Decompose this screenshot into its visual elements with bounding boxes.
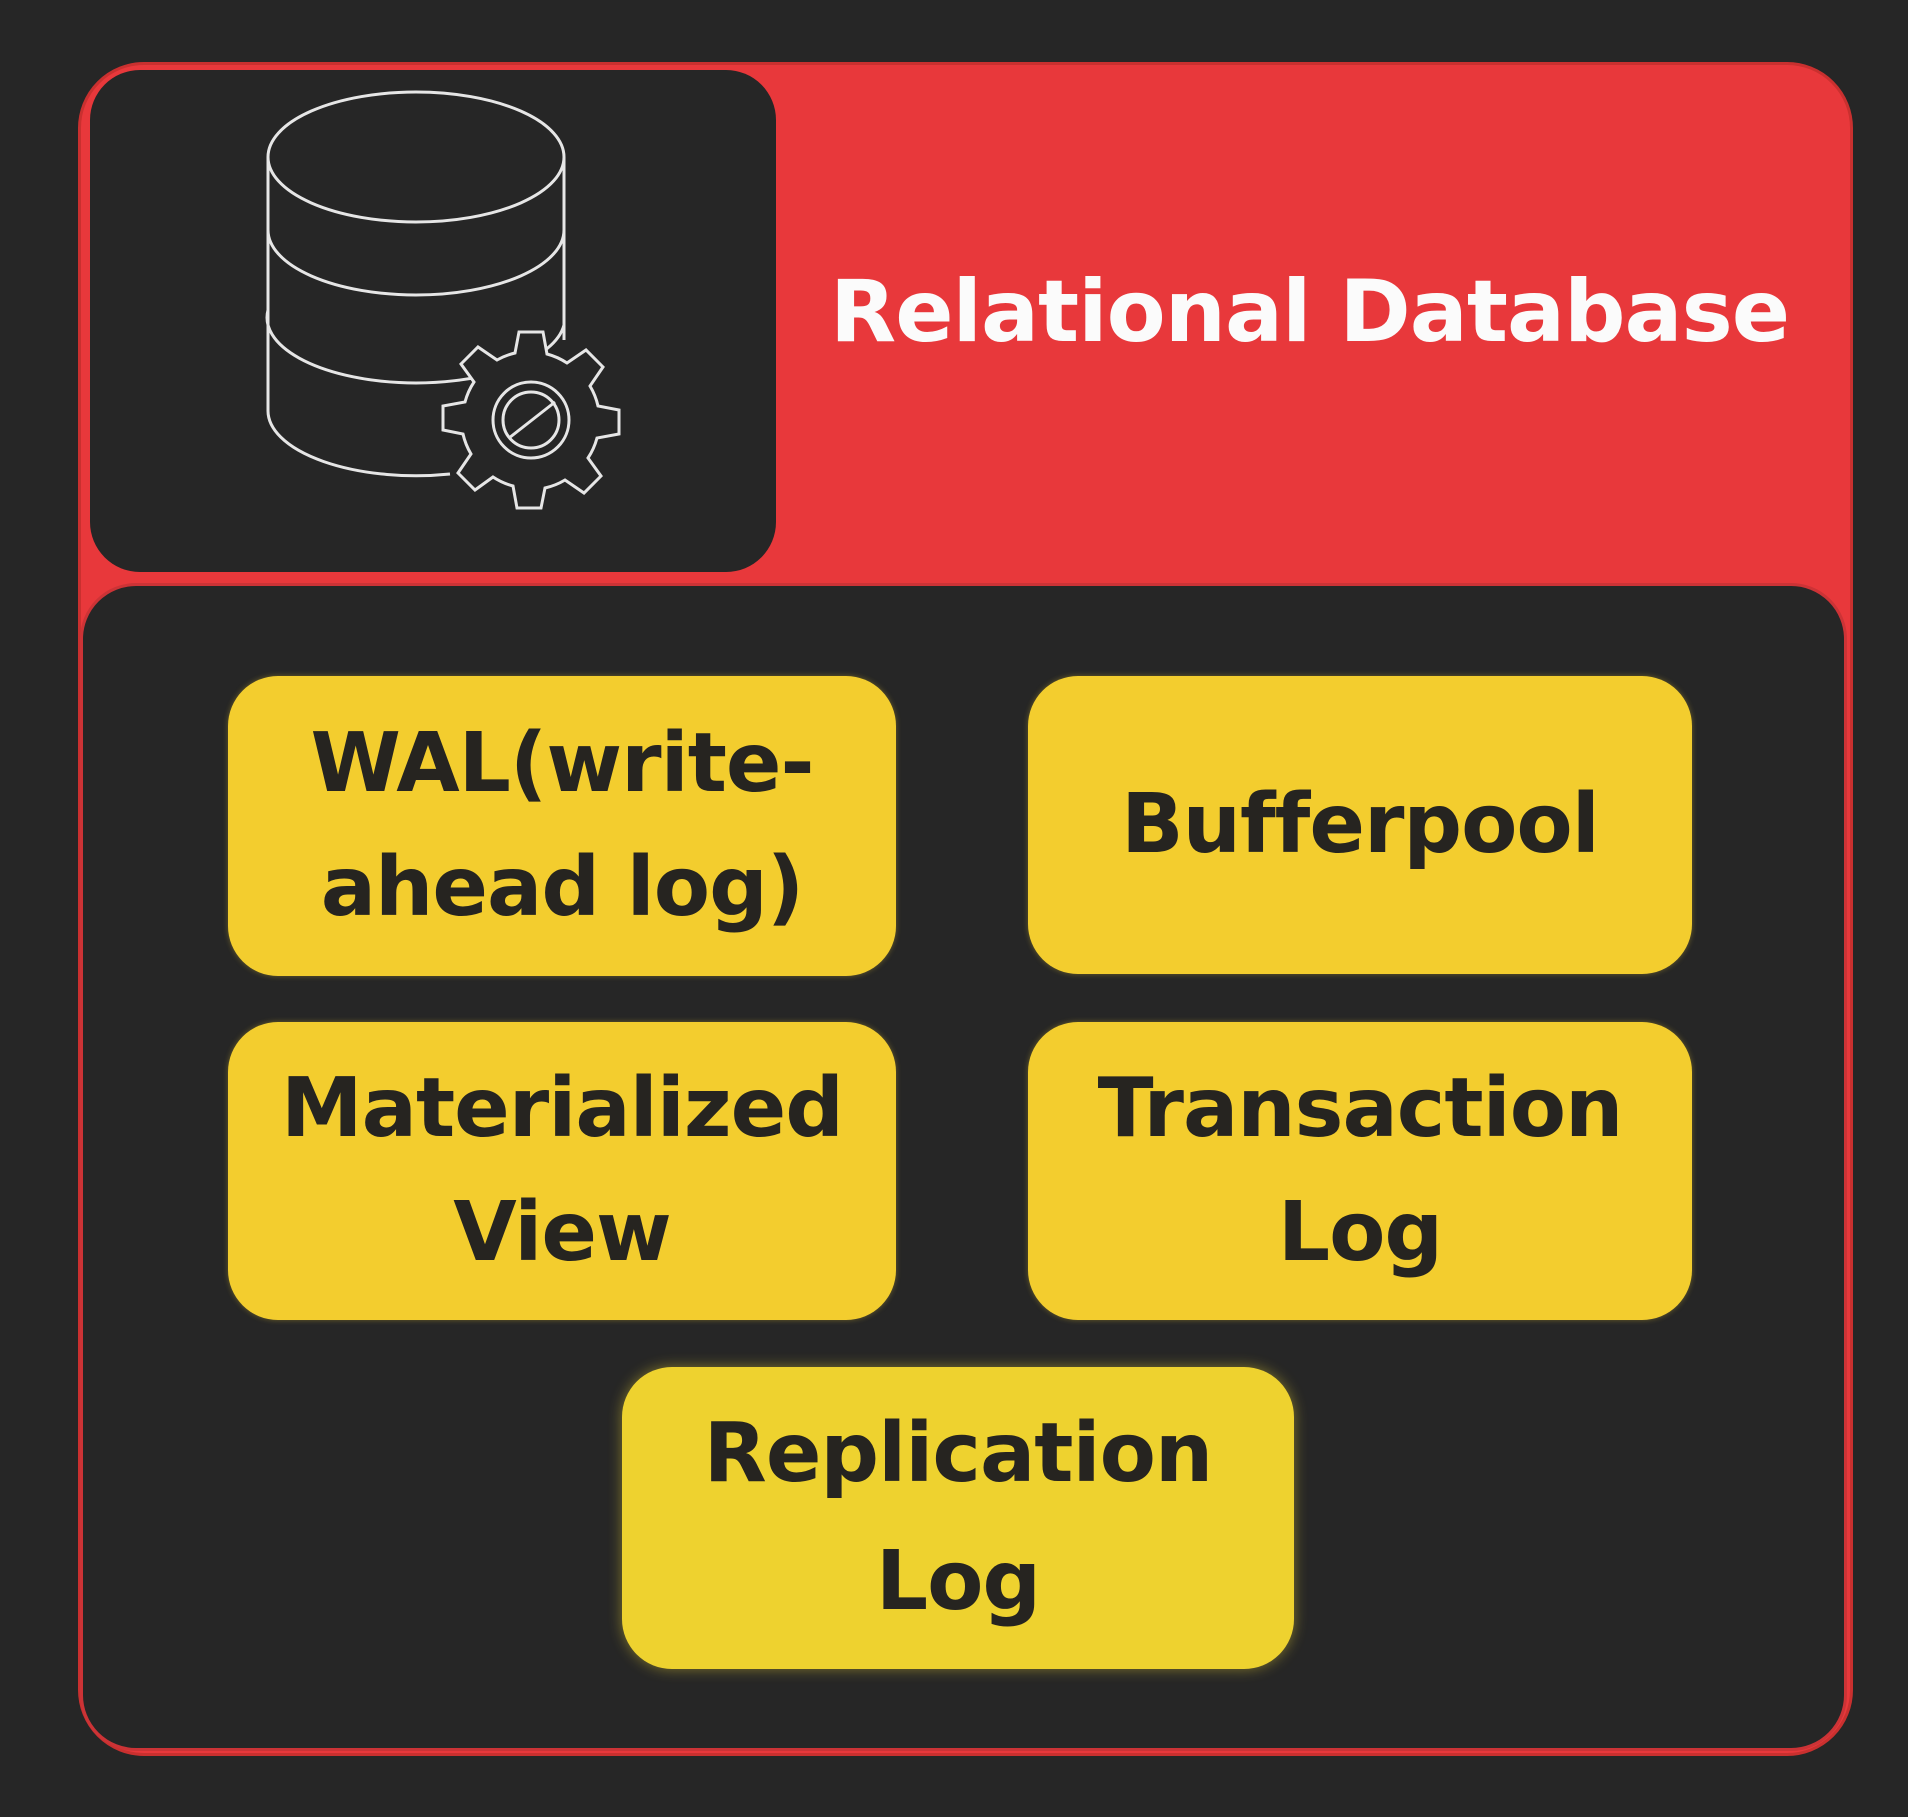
component-wal: WAL(write- ahead log): [228, 676, 896, 976]
component-label: Bufferpool: [1121, 777, 1600, 872]
component-label: Materialized View: [281, 1061, 844, 1280]
component-transaction-log: Transaction Log: [1028, 1022, 1692, 1320]
component-label: Transaction Log: [1097, 1061, 1624, 1280]
diagram-title: Relational Database: [830, 262, 1790, 362]
component-materialized-view: Materialized View: [228, 1022, 896, 1320]
database-gear-icon: [265, 90, 621, 510]
database-icon-panel: [90, 70, 776, 572]
component-replication-log: Replication Log: [622, 1367, 1294, 1669]
component-bufferpool: Bufferpool: [1028, 676, 1692, 974]
component-label: Replication Log: [703, 1406, 1214, 1629]
component-label: WAL(write- ahead log): [310, 716, 814, 935]
